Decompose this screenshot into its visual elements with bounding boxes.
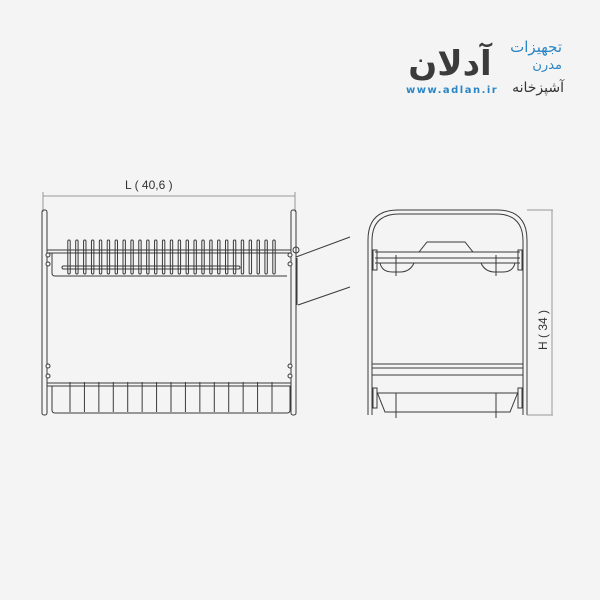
tine — [248, 239, 253, 275]
logo-tagline-2: مدرن — [532, 58, 562, 73]
tine — [83, 239, 87, 275]
lower-basket-legs — [395, 393, 497, 418]
upper-rack-hangers — [379, 262, 516, 273]
tine — [272, 239, 276, 275]
front-view: L ( 40,6 ) — [41, 178, 351, 416]
tine — [114, 239, 119, 275]
tine — [217, 239, 221, 275]
tine — [161, 239, 166, 275]
brand-logo: آدلان تجهیزات مدرن آشپزخانه www.adlan.ir — [404, 38, 574, 104]
lower-basket-profile — [376, 391, 519, 413]
tine — [90, 239, 95, 275]
tine — [98, 239, 103, 275]
side-view: H ( 34 ) — [367, 209, 553, 418]
clip — [372, 387, 378, 409]
tine — [169, 239, 174, 275]
lower-basket — [51, 386, 291, 414]
upper-rack-handle — [397, 241, 497, 253]
logo-url: www.adlan.ir — [406, 85, 499, 96]
tine — [122, 239, 126, 275]
tine — [201, 239, 205, 275]
right-post — [290, 209, 297, 416]
tine — [240, 239, 245, 275]
lower-bars — [69, 382, 273, 412]
clip — [372, 249, 378, 271]
tine — [154, 239, 158, 275]
tine — [264, 239, 268, 275]
tine — [67, 239, 71, 275]
upper-tines — [67, 239, 276, 275]
left-post — [41, 209, 48, 416]
upper-rack-legs — [395, 255, 497, 276]
logo-mark: آدلان — [408, 44, 492, 84]
tine — [177, 239, 182, 275]
side-hook — [295, 236, 351, 306]
upper-bar — [61, 265, 241, 270]
tine — [209, 239, 213, 275]
tine — [75, 239, 79, 275]
hook-bolt — [292, 246, 300, 254]
tine — [232, 239, 237, 275]
tine — [106, 239, 111, 275]
tine — [193, 239, 197, 275]
width-dimension-label: L ( 40,6 ) — [125, 178, 173, 192]
tine — [130, 239, 134, 275]
tine — [146, 239, 150, 275]
clip — [517, 249, 523, 271]
clip — [517, 387, 523, 409]
upper-tray — [51, 253, 287, 277]
tine — [224, 239, 229, 275]
tine — [256, 239, 260, 275]
side-frame-inner — [371, 213, 524, 415]
height-dimension-label: H ( 34 ) — [536, 310, 550, 350]
logo-tagline-3: آشپزخانه — [512, 80, 564, 96]
tine — [138, 239, 142, 275]
tine — [185, 239, 189, 275]
mount-holes — [45, 252, 293, 379]
logo-tagline-1: تجهیزات — [510, 38, 562, 56]
side-frame-outer — [367, 209, 528, 415]
